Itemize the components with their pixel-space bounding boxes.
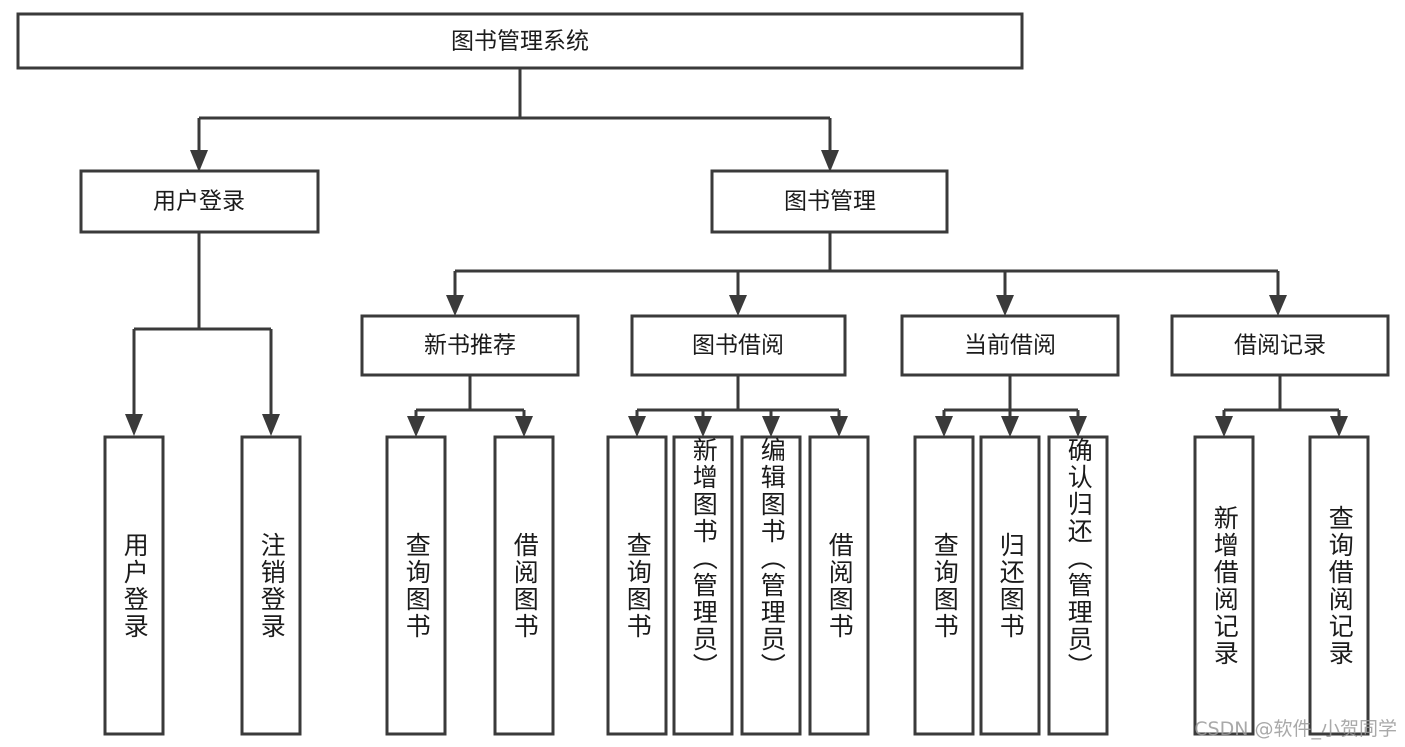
node-book-management-label: 图书管理 [784,189,876,215]
node-current-borrow-label: 当前借阅 [964,333,1056,359]
node-root-label: 图书管理系统 [451,29,589,55]
node-book-borrow-label: 图书借阅 [692,333,784,359]
node-new-book-recommend[interactable]: 新书推荐 [360,314,580,377]
arrow-head-book-borrow-leaf-4 [830,416,848,437]
node-user-login[interactable]: 用户登录 [79,169,320,234]
node-new-book-recommend-label: 新书推荐 [424,333,516,359]
node-book-management[interactable]: 图书管理 [710,169,949,234]
arrow-head-book-mgmt [821,150,839,172]
arrow-head-user-login-leaf-2 [262,414,280,436]
arrow-head-book-borrow-leaf-1 [628,416,646,437]
arrow-head-book-borrow-leaf-3 [762,416,780,437]
node-new-book-recommend-box[interactable] [360,314,580,377]
connector-layer [125,68,1348,437]
arrow-head-new-book-leaf-2 [515,416,533,437]
arrow-head-borrow-record [1269,295,1287,316]
node-current-borrow-box[interactable] [900,314,1120,377]
node-root-box[interactable] [16,12,1024,70]
node-current-borrow[interactable]: 当前借阅 [900,314,1120,377]
csdn-watermark: CSDN @软件_小贺同学 [1194,718,1397,740]
leaf-box-borrow-record-2[interactable] [1308,435,1370,736]
arrow-head-book-borrow [729,295,747,316]
arrow-head-user-login [190,150,208,172]
arrow-head-book-borrow-leaf-2 [694,416,712,437]
leaf-box-current-borrow-1[interactable] [913,435,975,736]
node-borrow-record-box[interactable] [1170,314,1390,377]
node-book-management-box[interactable] [710,169,949,234]
leaf-box-book-borrow-2[interactable] [672,435,734,736]
leaf-box-new-book-2[interactable] [493,435,555,736]
arrow-head-new-book [446,295,464,316]
leaf-box-book-borrow-1[interactable] [606,435,668,736]
leaf-box-current-borrow-3[interactable] [1047,435,1109,736]
arrow-head-current-borrow-leaf-3 [1069,416,1087,437]
leaf-box-current-borrow-2[interactable] [979,435,1041,736]
leaf-box-borrow-record-1[interactable] [1193,435,1255,736]
leaf-box-book-borrow-4[interactable] [808,435,870,736]
node-borrow-record[interactable]: 借阅记录 [1170,314,1390,377]
leaf-box-user-login-2[interactable] [240,435,302,736]
node-root[interactable]: 图书管理系统 [16,12,1024,70]
arrow-head-current-borrow-leaf-2 [1001,416,1019,437]
arrow-head-new-book-leaf-1 [407,416,425,437]
node-borrow-record-label: 借阅记录 [1234,333,1326,359]
node-user-login-box[interactable] [79,169,320,234]
leaf-box-user-login-1[interactable] [103,435,165,736]
node-book-borrow[interactable]: 图书借阅 [630,314,847,377]
leaf-box-new-book-1[interactable] [385,435,447,736]
leaf-box-book-borrow-3[interactable] [740,435,802,736]
arrow-head-current-borrow [996,295,1014,316]
arrow-head-current-borrow-leaf-1 [935,416,953,437]
node-book-borrow-box[interactable] [630,314,847,377]
arrow-head-user-login-leaf-1 [125,414,143,436]
arrow-head-borrow-record-leaf-2 [1330,416,1348,437]
arrow-head-borrow-record-leaf-1 [1215,416,1233,437]
node-layer: 图书管理系统 用户登录 图书管理 新书推荐 图书借阅 当前 [16,12,1390,736]
node-user-login-label: 用户登录 [153,189,245,215]
